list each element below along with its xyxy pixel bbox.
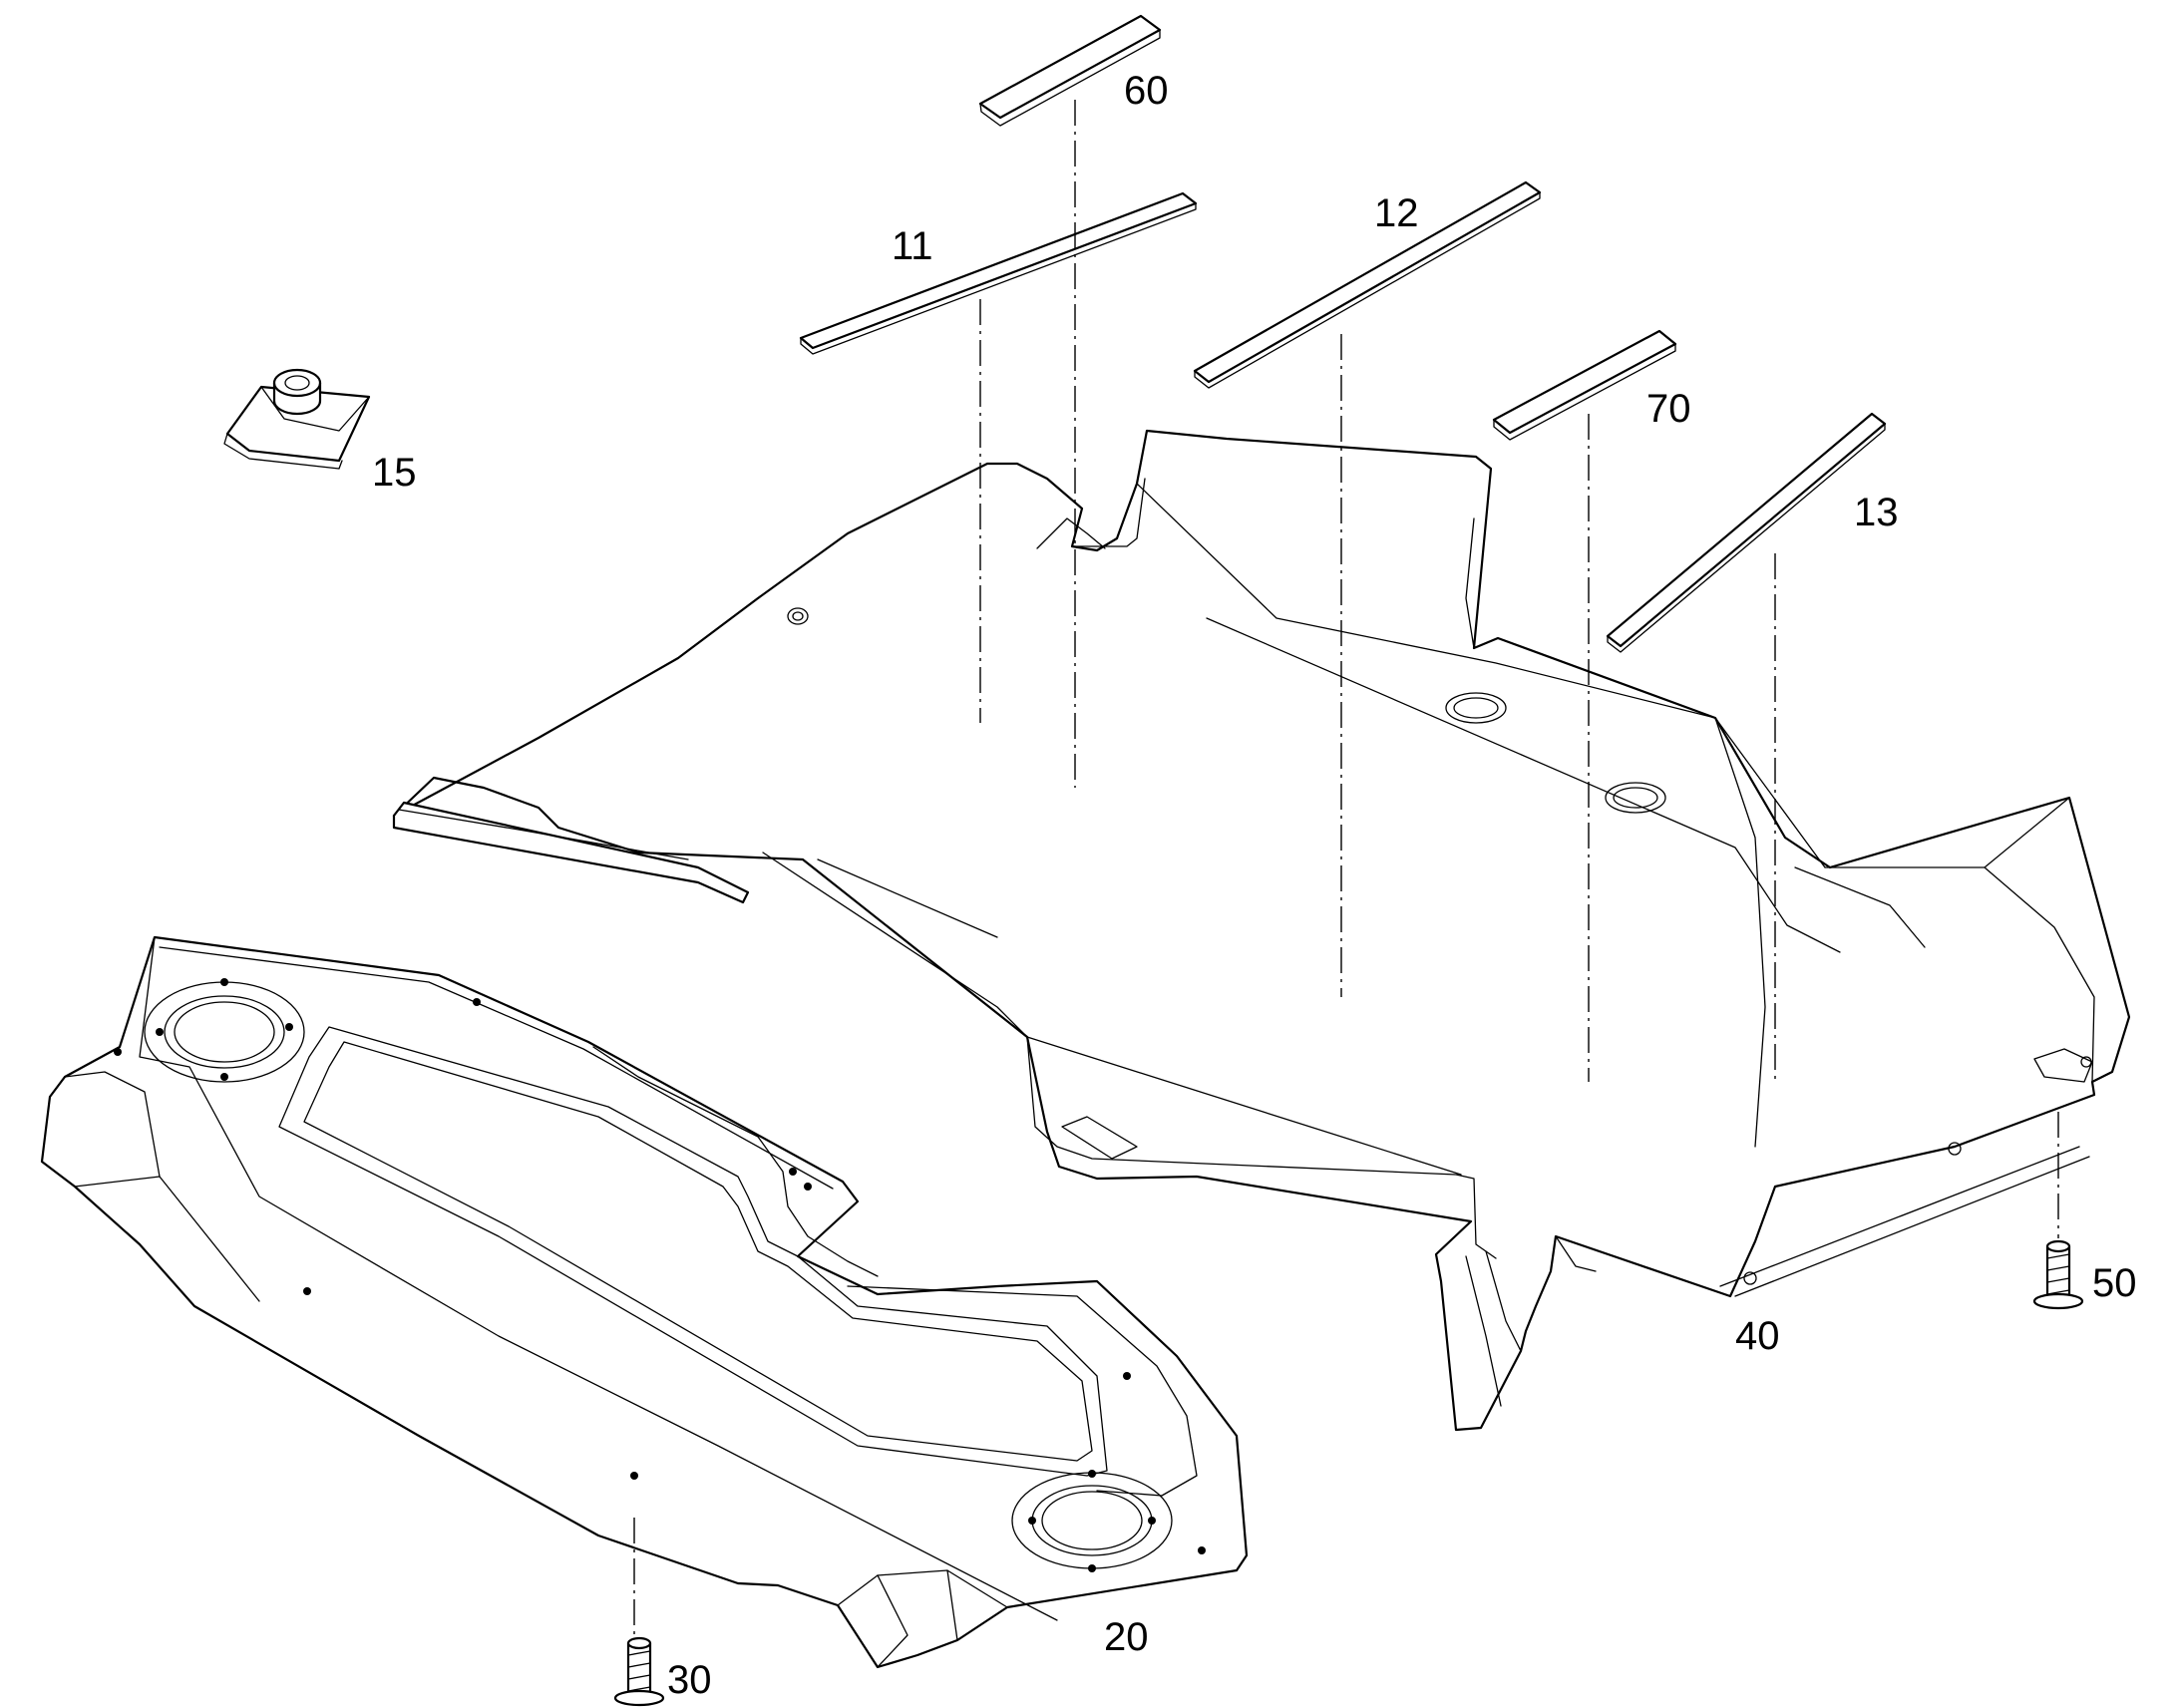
assembly-center-lines xyxy=(633,100,2059,1635)
callout-60: 60 xyxy=(1124,69,1169,113)
callout-30: 30 xyxy=(667,1658,712,1702)
callout-11: 11 xyxy=(892,224,933,268)
callout-50: 50 xyxy=(2092,1261,2137,1305)
part-15-clip-nut xyxy=(223,368,371,470)
part-20-speaker-tray xyxy=(40,935,1249,1669)
callout-12: 12 xyxy=(1374,191,1419,235)
part-13-pad-strip xyxy=(1606,412,1887,653)
part-60-pad-strip xyxy=(978,14,1162,127)
callout-15: 15 xyxy=(372,451,417,495)
part-12-pad-strip xyxy=(1193,180,1542,389)
part-30-screw xyxy=(613,1636,665,1707)
part-40-side-flange xyxy=(392,801,750,904)
callout-20: 20 xyxy=(1104,1615,1149,1659)
part-50-screw xyxy=(2032,1239,2084,1310)
callout-70: 70 xyxy=(1646,387,1691,431)
part-11-pad-strip xyxy=(799,191,1198,355)
callout-labels: 60 11 12 70 13 15 50 40 20 30 xyxy=(372,69,2137,1702)
part-70-pad-strip xyxy=(1492,329,1677,441)
callout-13: 13 xyxy=(1854,491,1899,534)
callout-40: 40 xyxy=(1735,1314,1780,1358)
